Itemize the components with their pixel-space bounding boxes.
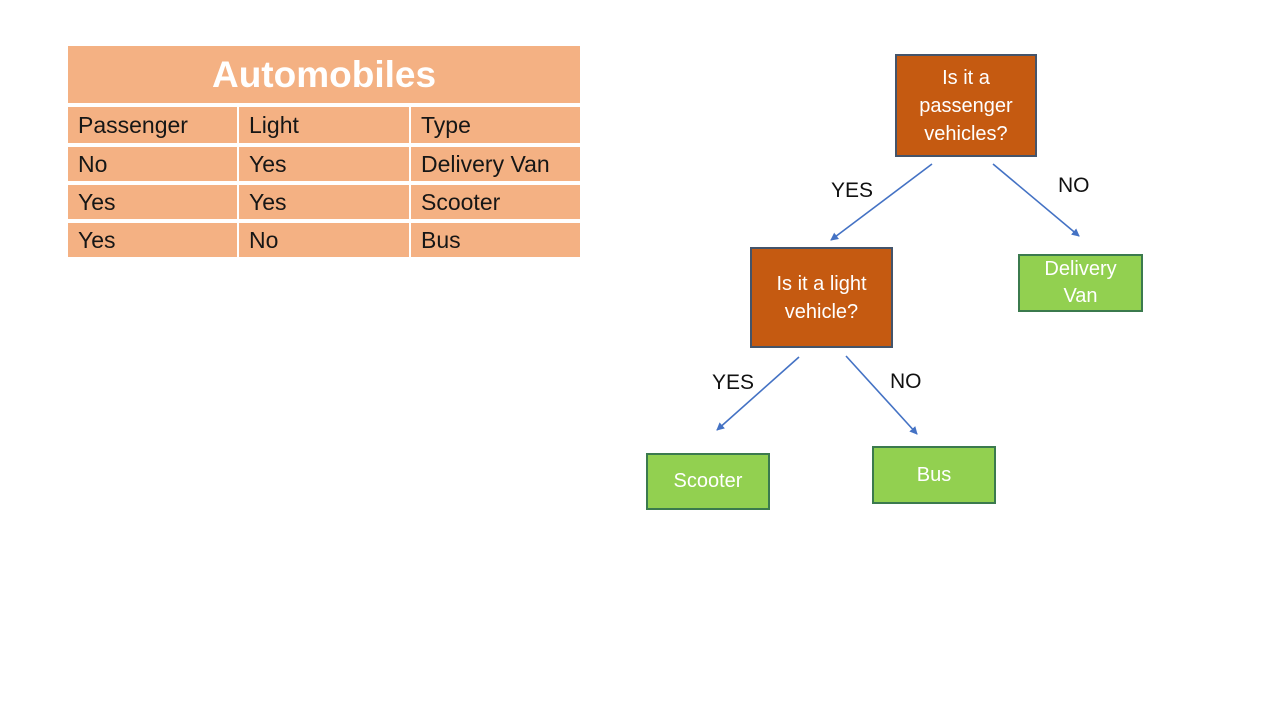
decision-node-passenger: Is it a passenger vehicles?: [895, 54, 1037, 157]
leaf-node-delivery-van: Delivery Van: [1018, 254, 1143, 312]
table-header-passenger: Passenger: [68, 107, 237, 143]
table-cell: Yes: [68, 185, 237, 219]
edge-label-light-no: NO: [890, 370, 922, 393]
table-cell: No: [68, 147, 237, 181]
table-cell: Yes: [239, 185, 409, 219]
leaf-node-bus: Bus: [872, 446, 996, 504]
table-cell: Yes: [239, 147, 409, 181]
edge-light-no-arrow: [845, 355, 918, 435]
edge-label-light-yes: YES: [712, 371, 755, 394]
decision-node-light: Is it a light vehicle?: [750, 247, 893, 348]
table-cell: No: [239, 223, 409, 257]
table-grid: Passenger Light Type No Yes Delivery Van…: [68, 107, 580, 257]
leaf-node-scooter: Scooter: [646, 453, 770, 510]
table-cell: Delivery Van: [411, 147, 580, 181]
table-cell: Scooter: [411, 185, 580, 219]
automobiles-table: Automobiles Passenger Light Type No Yes …: [68, 46, 580, 257]
table-title: Automobiles: [68, 46, 580, 103]
edge-label-root-no: NO: [1058, 174, 1090, 197]
edge-label-root-yes: YES: [831, 179, 874, 202]
table-header-type: Type: [411, 107, 580, 143]
table-cell: Bus: [411, 223, 580, 257]
table-header-light: Light: [239, 107, 409, 143]
table-cell: Yes: [68, 223, 237, 257]
